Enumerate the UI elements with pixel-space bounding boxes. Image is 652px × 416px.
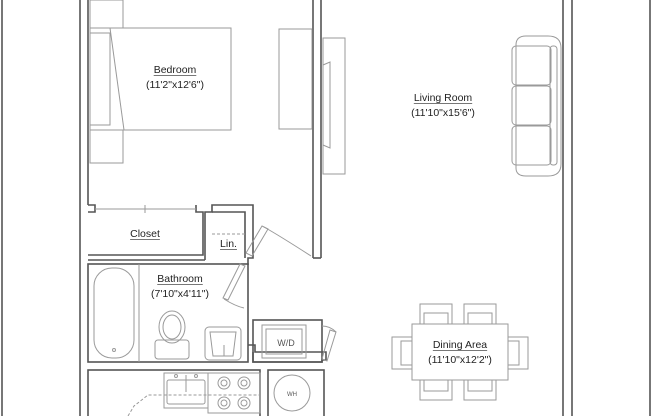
room-name: Closet: [130, 228, 160, 240]
water-heater: [273, 374, 311, 412]
tv-stand: [322, 37, 346, 175]
room-name: Living Room: [413, 92, 473, 104]
toilet: [158, 310, 186, 344]
room-label-dining-area: Dining Area (11'10"x12'2"): [405, 338, 515, 368]
dresser: [278, 28, 313, 130]
room-name: Bedroom: [153, 64, 197, 76]
pillow: [89, 32, 111, 126]
nightstand: [89, 129, 124, 164]
room-label-bedroom: Bedroom (11'2"x12'6"): [110, 63, 240, 93]
nightstand: [89, 0, 124, 29]
room-dims: (11'2"x12'6"): [146, 79, 204, 92]
washer-dryer: [265, 328, 303, 355]
washer-dryer-label: W/D: [277, 338, 295, 348]
bathroom-sink: [204, 326, 242, 361]
room-name: Dining Area: [432, 339, 488, 351]
tv: [322, 61, 331, 149]
room-dims: (11'10"x12'2"): [428, 354, 492, 367]
room-dims: (11'10"x15'6"): [411, 107, 475, 120]
room-label-closet: Closet: [110, 227, 180, 242]
room-name: Bathroom: [157, 273, 203, 285]
room-label-linen: Lin.: [212, 237, 245, 252]
room-label-living-room: Living Room (11'10"x15'6"): [378, 91, 508, 121]
room-label-bathroom: Bathroom (7'10"x4'11"): [130, 272, 230, 302]
room-dims: (7'10"x4'11"): [151, 288, 209, 301]
room-name: Lin.: [220, 238, 237, 250]
water-heater-label: WH: [287, 392, 297, 398]
stove: [207, 372, 261, 414]
sofa: [515, 35, 562, 177]
bathtub: [93, 267, 135, 359]
